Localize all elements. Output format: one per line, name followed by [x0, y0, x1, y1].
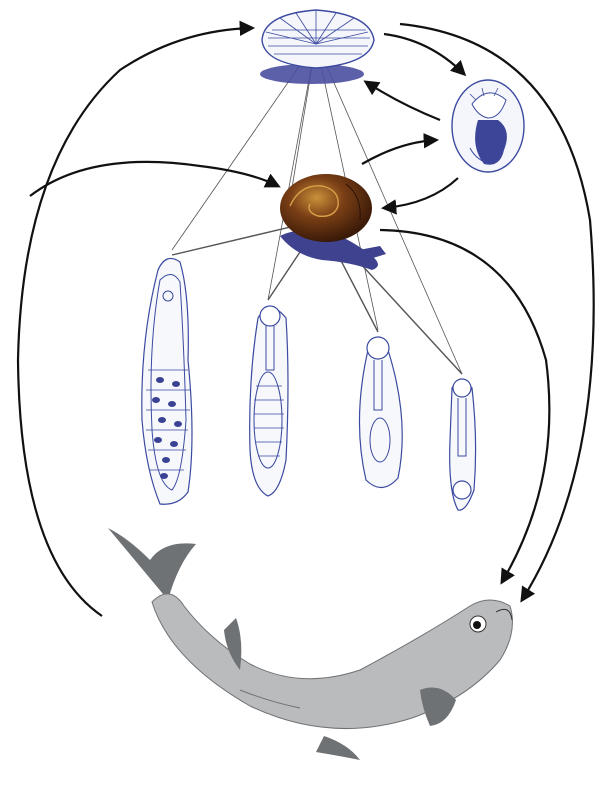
arrow-miracidium-to-egg [366, 82, 440, 120]
egg-icon [260, 10, 374, 84]
arrow-miracidium-to-snail [384, 178, 458, 208]
miracidium-icon [452, 80, 524, 172]
cercaria-icon [359, 337, 402, 488]
arrow-fish-to-egg [18, 28, 252, 616]
fish-icon [108, 528, 512, 760]
sporocyst-icon [142, 258, 192, 504]
snail-icon [280, 174, 386, 270]
redia-icon [250, 306, 288, 496]
arrow-egg-to-miracidium [384, 34, 464, 74]
metacercaria-icon [450, 379, 476, 510]
arrow-snail-to-miracidium [362, 140, 436, 164]
arrow-fish-to-snail [30, 162, 278, 196]
